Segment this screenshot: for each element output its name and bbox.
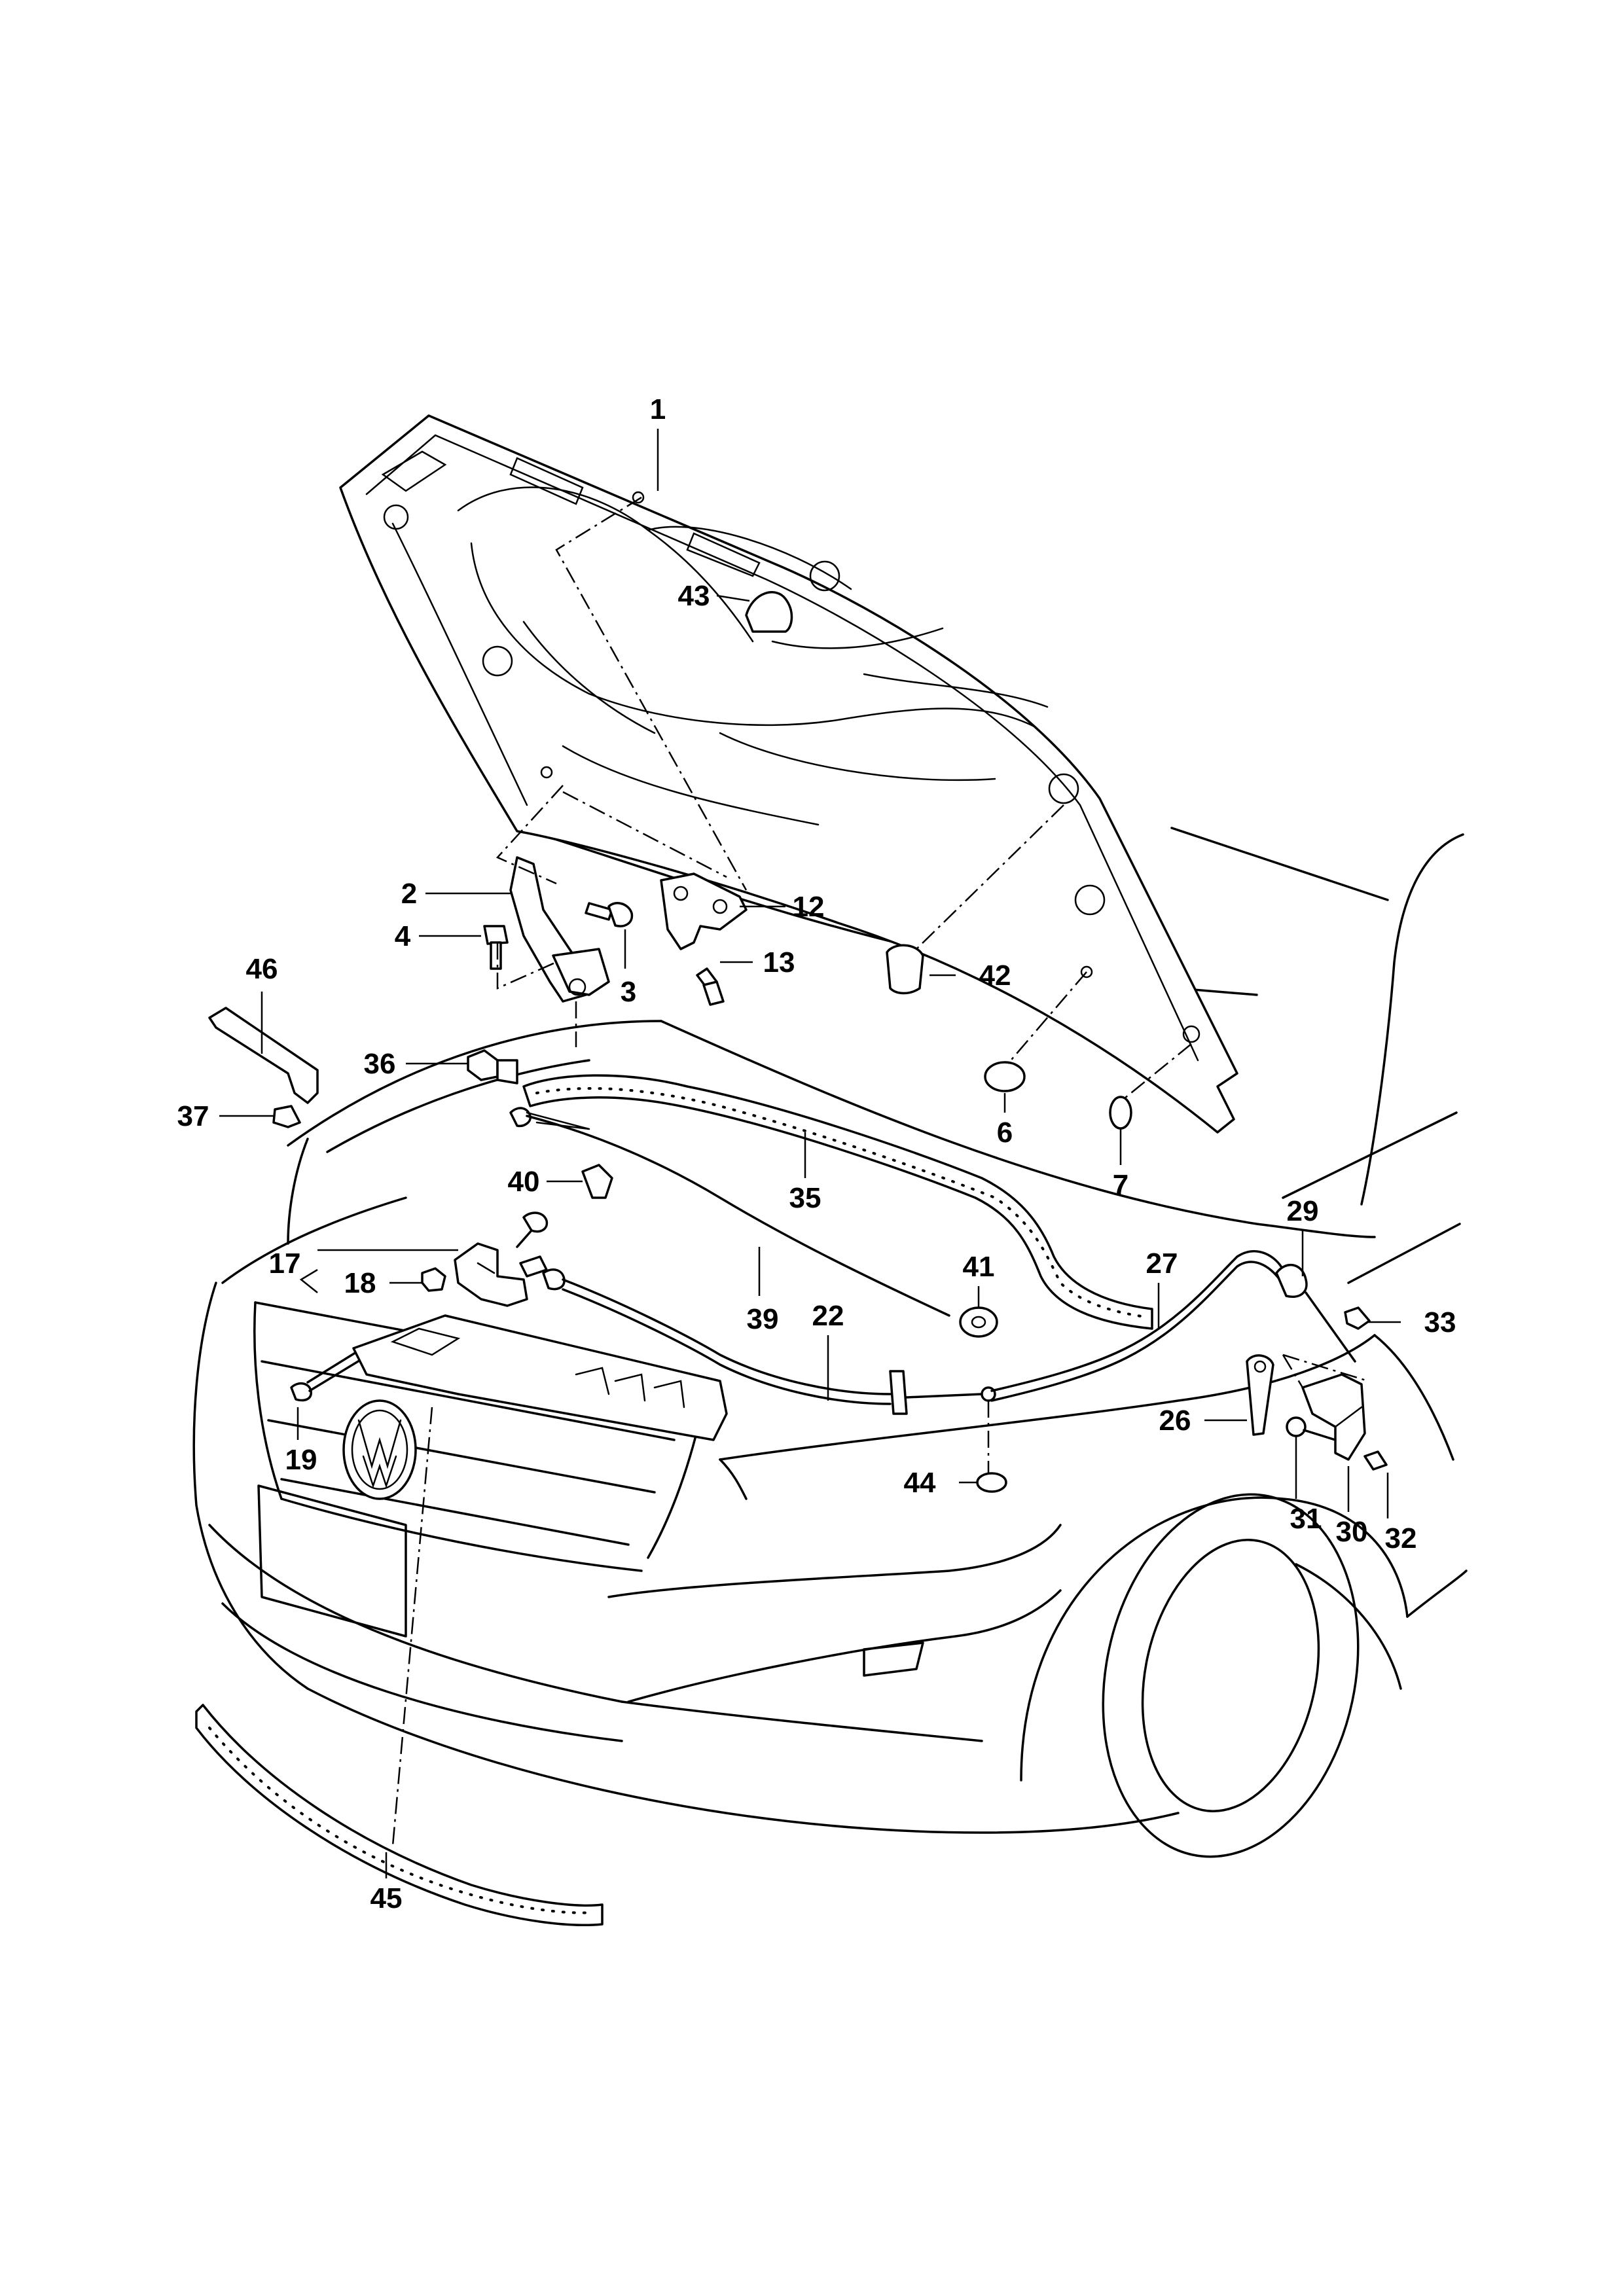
label-part-1: 1 <box>650 393 666 425</box>
label-part-3: 3 <box>621 976 636 1008</box>
cover-strip-46 <box>208 1007 319 1104</box>
lock-bracket <box>660 872 748 950</box>
screw-31 <box>1286 1416 1337 1441</box>
clip-32 <box>1363 1450 1388 1471</box>
rubber-buffer-42 <box>886 944 924 995</box>
clip-40 <box>581 1164 613 1199</box>
label-part-41: 41 <box>963 1251 995 1283</box>
cover-44 <box>976 1472 1007 1493</box>
lock-17 <box>454 1242 528 1307</box>
label-part-18: 18 <box>344 1267 376 1299</box>
label-part-39: 39 <box>747 1303 779 1335</box>
leader-lines <box>219 429 1401 1878</box>
buffer-18 <box>421 1267 446 1292</box>
label-part-45: 45 <box>370 1882 403 1914</box>
o-ring-7 <box>1109 1096 1132 1130</box>
hinge-screw <box>483 925 509 970</box>
label-part-42: 42 <box>979 960 1011 992</box>
label-part-43: 43 <box>678 580 710 612</box>
hinge-bolt <box>585 902 634 927</box>
label-part-40: 40 <box>508 1166 540 1198</box>
clip-33 <box>1344 1306 1371 1330</box>
label-part-30: 30 <box>1336 1516 1368 1548</box>
label-part-27: 27 <box>1146 1247 1178 1280</box>
seal-35 <box>522 1074 1153 1330</box>
label-part-26: 26 <box>1159 1405 1191 1437</box>
label-part-19: 19 <box>285 1444 317 1476</box>
label-part-46: 46 <box>246 953 278 985</box>
rubber-buffer-43 <box>745 591 793 633</box>
label-part-2: 2 <box>401 878 417 910</box>
label-part-29: 29 <box>1287 1195 1319 1227</box>
vw-emblem <box>342 1399 417 1500</box>
lock-bolt-17 <box>516 1211 549 1248</box>
hood-panel <box>339 414 1238 1134</box>
plug-6 <box>984 1061 1026 1092</box>
bowden-cable-27 <box>990 1249 1284 1402</box>
label-part-36: 36 <box>364 1048 396 1080</box>
clip-37 <box>272 1105 301 1128</box>
label-part-4: 4 <box>395 920 411 952</box>
grip-29 <box>1275 1263 1356 1363</box>
clip-36 <box>467 1049 518 1085</box>
part-labels: 1 2 3 4 6 7 12 13 17 18 19 22 26 27 29 3… <box>177 393 1456 1914</box>
label-part-13: 13 <box>763 946 795 978</box>
label-part-6: 6 <box>997 1117 1013 1149</box>
lock-bolt <box>696 967 725 1006</box>
label-part-22: 22 <box>812 1300 844 1332</box>
grommet-41 <box>959 1306 998 1338</box>
label-part-7: 7 <box>1113 1169 1128 1201</box>
label-part-44: 44 <box>904 1467 936 1499</box>
label-part-31: 31 <box>1290 1503 1322 1535</box>
label-part-12: 12 <box>793 891 825 923</box>
lock-carrier <box>352 1314 728 1441</box>
rod-39 <box>509 1107 950 1317</box>
seal-45 <box>195 1704 604 1926</box>
lever-26 <box>1246 1354 1274 1436</box>
label-part-33: 33 <box>1424 1306 1456 1338</box>
label-part-32: 32 <box>1385 1522 1417 1554</box>
label-part-35: 35 <box>789 1182 821 1214</box>
bracket-30 <box>1301 1373 1366 1461</box>
label-part-17: 17 <box>269 1247 301 1280</box>
hood-hinge <box>509 856 610 1003</box>
label-part-37: 37 <box>177 1100 209 1132</box>
